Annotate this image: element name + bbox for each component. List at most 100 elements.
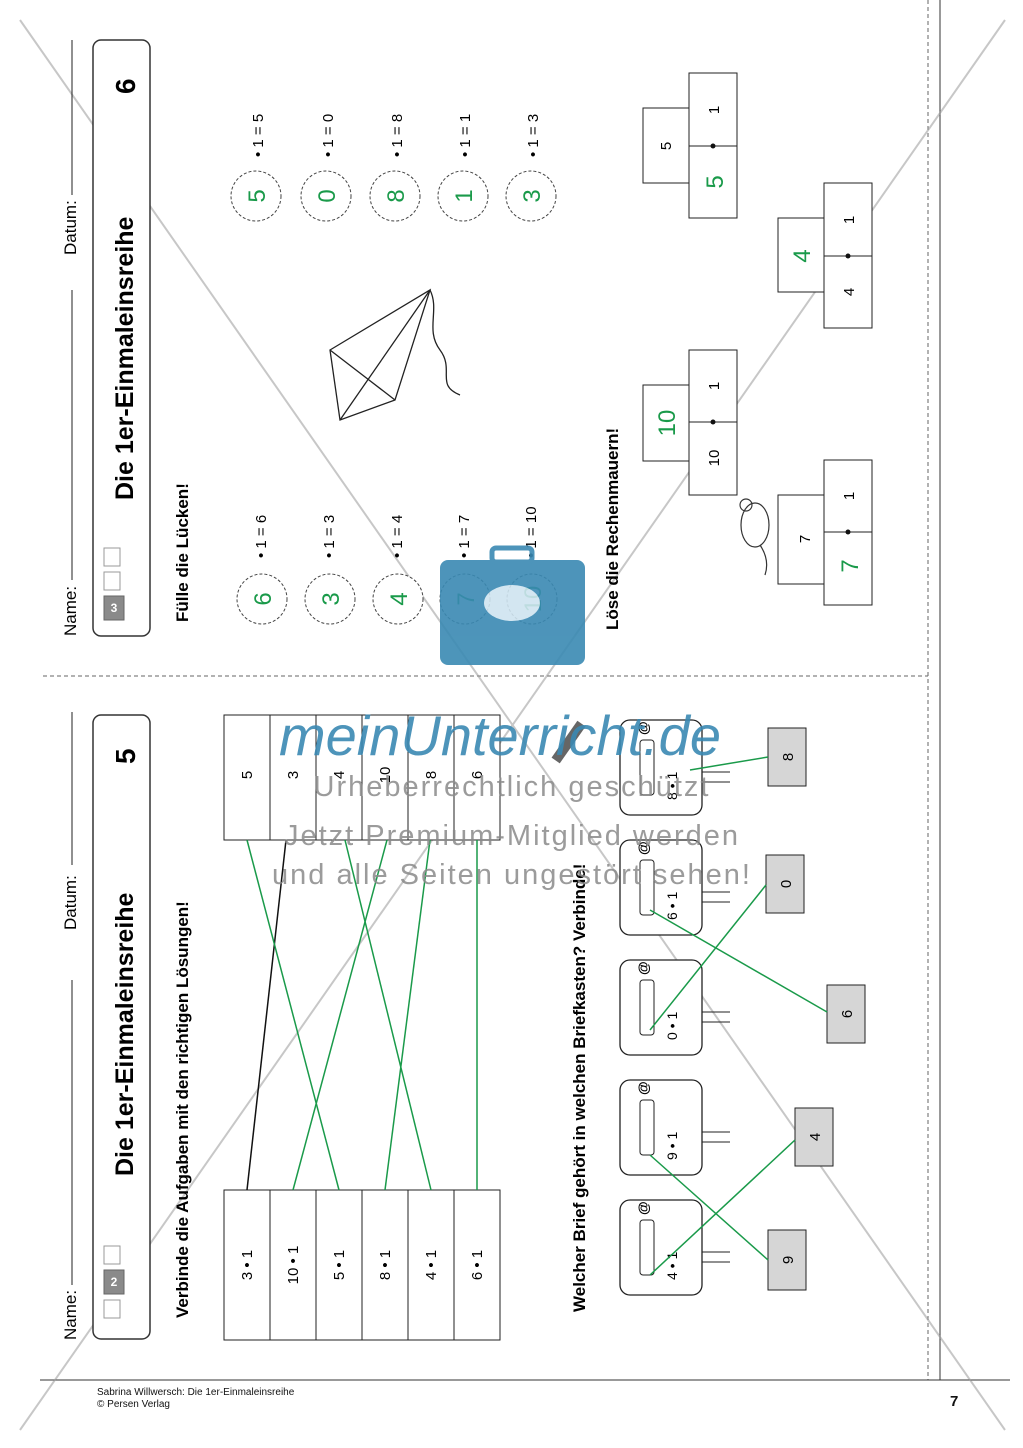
sheet-title: Die 1er-Einmaleinsreihe: [111, 892, 139, 1176]
solution-cell: 3: [285, 771, 302, 779]
mailbox-label: 0 • 1: [664, 1012, 680, 1040]
number-wall: 10 10 1: [642, 349, 738, 496]
sheet-6: Name: Datum: Die 1er-Einmaleinsreihe 6 3…: [61, 39, 873, 637]
wall-top: 7: [797, 535, 814, 543]
wall-top: 4: [789, 249, 816, 262]
wall-left: 10: [706, 450, 723, 467]
wall-right: 1: [841, 492, 858, 500]
answer-card: 4: [794, 1107, 834, 1167]
task-fill-gaps: Fülle die Lücken!: [173, 483, 192, 622]
svg-text:@: @: [635, 841, 651, 855]
sun-badge: [369, 170, 421, 222]
task-cell: 10 • 1: [285, 1246, 302, 1285]
answer-card-value: 9: [780, 1256, 797, 1264]
right-suns: 5 • 1 = 5 0 • 1 = 0 8 • 1 = 8 1 • 1 = 1 …: [230, 114, 557, 222]
sheet-number: 6: [110, 78, 141, 94]
answer-card: 8: [767, 727, 807, 787]
sun-answer: 3: [519, 189, 546, 202]
sun-item: 0 • 1 = 0: [300, 114, 352, 222]
sun-item: 8 • 1 = 8: [369, 114, 421, 222]
briefcase-icon: [440, 545, 585, 665]
task-number-walls: Löse die Rechenmauern!: [603, 428, 622, 630]
kite-icon: [329, 288, 461, 421]
answer-card-value: 8: [780, 753, 797, 761]
sun-badge: [437, 170, 489, 222]
solution-cell: 5: [239, 771, 256, 779]
sun-answer: 3: [318, 592, 345, 605]
sun-badge: [372, 573, 424, 625]
svg-text:@: @: [635, 721, 651, 735]
task-cell: 4 • 1: [423, 1250, 440, 1280]
name-label: Name:: [61, 586, 80, 636]
sun-equation: • 1 = 7: [456, 515, 473, 558]
wall-right: 1: [706, 106, 723, 114]
wall-left: 5: [702, 175, 729, 188]
sun-equation: • 1 = 1: [457, 114, 474, 157]
sun-badge: [300, 170, 352, 222]
sun-item: 4 • 1 = 4: [372, 515, 424, 625]
sun-badge: [230, 170, 282, 222]
svg-text:2: 2: [111, 1275, 118, 1289]
svg-text:@: @: [635, 961, 651, 975]
watermark-line2: Jetzt Premium-Mitglied werden: [284, 820, 740, 852]
svg-text:@: @: [635, 1201, 651, 1215]
pencil-icon: [551, 720, 586, 764]
answer-card-value: 6: [839, 1010, 856, 1018]
sun-equation: • 1 = 3: [321, 515, 338, 558]
watermark-line1: Urheberrechtlich geschützt: [314, 771, 711, 803]
footer: Sabrina Willwersch: Die 1er-Einmaleinsre…: [97, 1387, 294, 1411]
sun-item: 1 • 1 = 1: [437, 114, 489, 222]
mailbox-icon: 6 • 1 @: [619, 839, 730, 936]
mailboxes: 4 • 1 @ 9 • 1 @ 0 • 1 @: [619, 719, 730, 1296]
sun-badge: [304, 573, 356, 625]
title-bar: [92, 714, 151, 1340]
task-cell: 3 • 1: [239, 1250, 256, 1280]
task-cell: 5 • 1: [331, 1250, 348, 1280]
weight-icon: 2: [103, 1245, 125, 1319]
svg-text:3: 3: [111, 601, 118, 615]
number-wall: 5 5 1: [642, 72, 738, 219]
wall-left: 4: [841, 288, 858, 296]
sun-equation: • 1 = 5: [250, 114, 267, 157]
sun-equation: • 1 = 10: [523, 506, 540, 558]
answer-card: 0: [765, 854, 805, 914]
connection-lines: [246, 839, 478, 1191]
footer-author: Sabrina Willwersch: Die 1er-Einmaleinsre…: [97, 1387, 295, 1398]
sun-equation: • 1 = 3: [525, 114, 542, 157]
answer-card-value: 0: [778, 880, 795, 888]
solution-table: 5 3 4 10 8 6: [223, 714, 501, 841]
page-number: 7: [950, 1393, 959, 1410]
mouse-icon: [739, 498, 770, 576]
sun-badge: [505, 170, 557, 222]
solution-cell: 8: [423, 771, 440, 779]
wall-top: 10: [654, 410, 681, 437]
sun-answer: 5: [244, 189, 271, 202]
date-label: Datum:: [61, 875, 80, 930]
wall-top: 5: [658, 142, 675, 150]
mailbox-icon: 8 • 1 @: [619, 719, 730, 816]
watermark-brand: meinUnterricht.de: [279, 704, 721, 767]
sun-equation: • 1 = 8: [389, 114, 406, 157]
answer-cards: 9 4 6 0 8: [765, 727, 866, 1291]
task-mailboxes: Welcher Brief gehört in welchen Briefkas…: [570, 864, 589, 1312]
sun-answer: 1: [451, 189, 478, 202]
sun-equation: • 1 = 4: [389, 515, 406, 558]
task-connect: Verbinde die Aufgaben mit den richtigen …: [173, 901, 192, 1318]
solution-cell: 4: [331, 771, 348, 779]
wall-right: 1: [706, 382, 723, 390]
answer-card: 6: [826, 984, 866, 1044]
sun-item: 5 • 1 = 5: [230, 114, 282, 222]
wall-left: 7: [837, 559, 864, 572]
sun-answer: 6: [250, 592, 277, 605]
mailbox-label: 9 • 1: [664, 1132, 680, 1160]
sun-equation: • 1 = 6: [253, 515, 270, 558]
sun-item: 3 • 1 = 3: [304, 515, 356, 625]
watermark: meinUnterricht.de Urheberrechtlich gesch…: [272, 545, 750, 891]
date-label: Datum:: [61, 200, 80, 255]
sun-answer: 8: [383, 189, 410, 202]
title-bar: [92, 39, 151, 637]
task-table: 3 • 1 10 • 1 5 • 1 8 • 1 4 • 1 6 • 1: [223, 1189, 501, 1341]
solution-cell: 6: [469, 771, 486, 779]
number-wall: 4 4 1: [777, 182, 873, 329]
